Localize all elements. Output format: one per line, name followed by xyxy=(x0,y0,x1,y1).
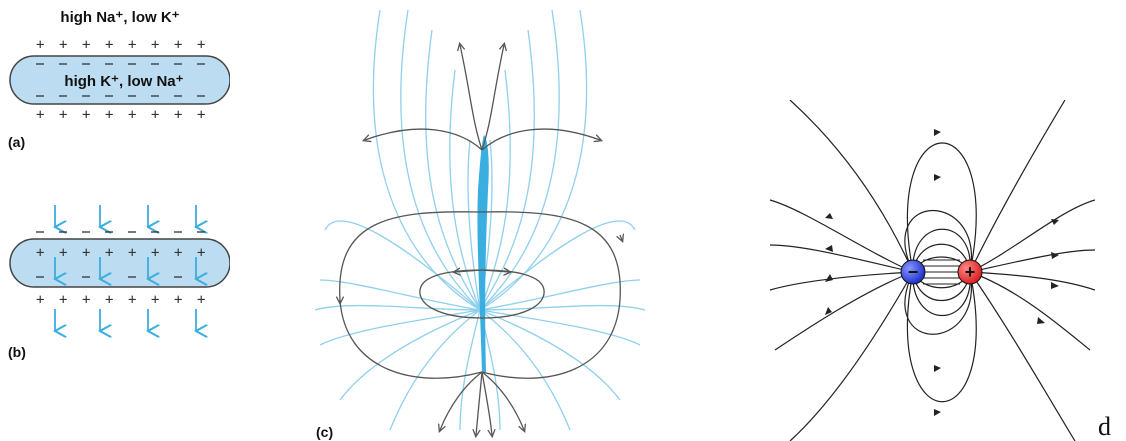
svg-text:+: + xyxy=(197,292,205,308)
dipole-center-lines xyxy=(923,259,960,285)
svg-text:+: + xyxy=(82,245,90,261)
svg-text:+: + xyxy=(197,245,205,261)
svg-text:+: + xyxy=(197,107,205,123)
svg-text:+: + xyxy=(151,245,159,261)
svg-text:+: + xyxy=(174,107,182,123)
svg-text:+: + xyxy=(59,245,67,261)
svg-text:+: + xyxy=(174,292,182,308)
svg-text:+: + xyxy=(36,107,44,123)
dipole-field-lines xyxy=(769,100,1095,441)
current-field-lines xyxy=(314,9,646,431)
neuron-axon xyxy=(477,135,489,372)
panel-b-tag: (b) xyxy=(8,344,26,360)
svg-text:+: + xyxy=(105,107,113,123)
panel-c-tag: (c) xyxy=(316,424,333,440)
svg-text:+: + xyxy=(128,37,136,53)
svg-text:+: + xyxy=(174,37,182,53)
svg-text:+: + xyxy=(36,37,44,53)
svg-text:+: + xyxy=(151,292,159,308)
top-current-arrows xyxy=(55,205,196,227)
panel-b: + + + + + + + + + + + + + + + + (b) xyxy=(8,205,230,360)
cell-membrane-a xyxy=(9,55,230,105)
panel-a: high Na⁺, low K⁺ + + + + + + + + high K⁺, low… xyxy=(8,9,230,150)
negative-charge xyxy=(900,259,926,285)
svg-text:+: + xyxy=(59,37,67,53)
svg-text:+: + xyxy=(128,107,136,123)
inner-current-arrows xyxy=(55,257,196,279)
panel-a-tag: (a) xyxy=(8,134,25,150)
panel-d-tag: d xyxy=(1098,412,1111,441)
outer-plus-row-bottom: + + + + + + + + xyxy=(36,107,205,123)
svg-text:+: + xyxy=(105,37,113,53)
svg-text:+: + xyxy=(197,37,205,53)
svg-text:+: + xyxy=(105,292,113,308)
svg-text:+: + xyxy=(174,245,182,261)
svg-text:+: + xyxy=(82,292,90,308)
svg-text:+: + xyxy=(59,107,67,123)
outer-plus-row-b: + + + + + + + + xyxy=(36,292,205,308)
panel-d: − + xyxy=(769,100,1095,441)
svg-text:+: + xyxy=(151,37,159,53)
isopotential-lines xyxy=(340,45,622,435)
positive-charge-sign: + xyxy=(965,262,976,282)
inside-concentration-label: high K⁺, low Na⁺ xyxy=(64,73,183,90)
svg-text:+: + xyxy=(36,292,44,308)
dipole-field-arrows xyxy=(825,129,1059,416)
bottom-current-arrows xyxy=(55,309,196,331)
svg-text:+: + xyxy=(128,245,136,261)
outside-concentration-label: high Na⁺, low K⁺ xyxy=(60,9,179,26)
svg-text:+: + xyxy=(151,107,159,123)
positive-charge xyxy=(957,259,983,285)
svg-text:+: + xyxy=(105,245,113,261)
svg-text:+: + xyxy=(82,37,90,53)
negative-charge-sign: − xyxy=(908,262,919,282)
inner-plus-row-b: + + + + + + + + xyxy=(36,245,205,261)
svg-text:+: + xyxy=(128,292,136,308)
svg-text:+: + xyxy=(82,107,90,123)
svg-text:+: + xyxy=(36,245,44,261)
panel-c: (c) xyxy=(314,9,646,440)
outer-plus-row-top: + + + + + + + + xyxy=(36,37,205,53)
svg-text:+: + xyxy=(59,292,67,308)
